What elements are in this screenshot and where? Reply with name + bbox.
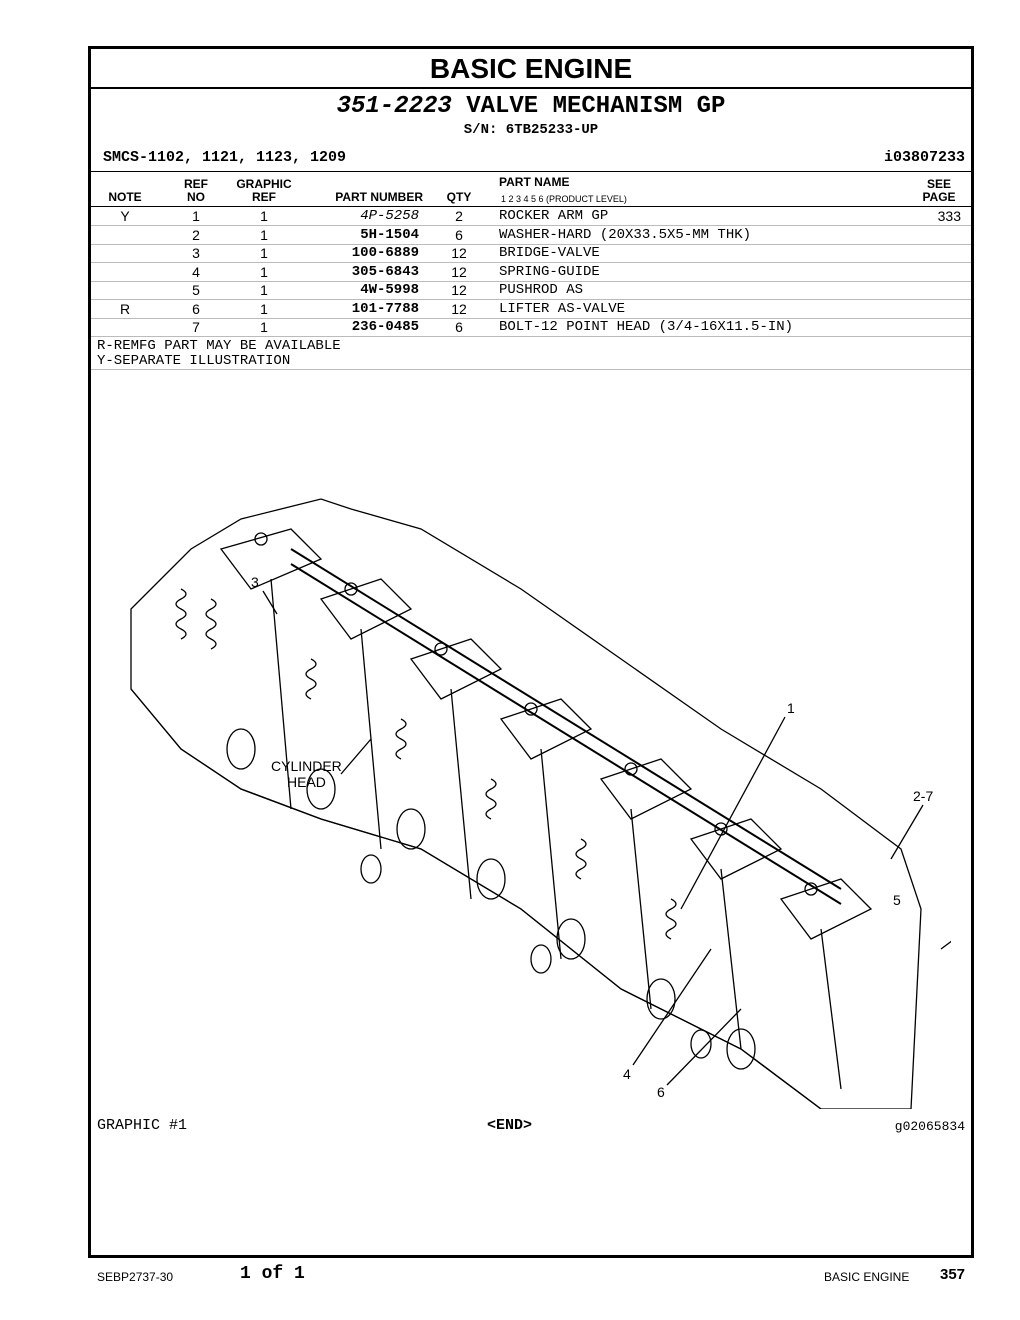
ref-no-cell: 4 [192, 263, 200, 280]
table-row: R 6 1 101-7788 12 LIFTER AS-VALVE [91, 300, 971, 319]
table-row: Y 1 1 4P-5258 2 ROCKER ARM GP 333 [91, 207, 971, 226]
qty-cell: 12 [451, 282, 467, 298]
ref-no-cell: 1 [192, 208, 200, 224]
callout-5: 5 [893, 892, 901, 908]
part-name-cell: PUSHROD AS [499, 282, 584, 298]
graphic-ref-cell: 1 [260, 245, 268, 261]
graphic-label: GRAPHIC #1 [97, 1117, 188, 1134]
col-part-number: PART NUMBER [335, 190, 423, 204]
qty-cell: 12 [451, 245, 467, 261]
callout-2-7: 2-7 [913, 788, 933, 804]
note-cell: Y [120, 208, 130, 224]
group-title: 351-2223 VALVE MECHANISM GP [91, 93, 971, 121]
callout-1: 1 [787, 700, 795, 716]
smcs-codes: SMCS-1102, 1121, 1123, 1209 [103, 149, 347, 166]
graphic-ref-cell: 1 [260, 263, 268, 280]
callout-6: 6 [657, 1084, 665, 1100]
qty-cell: 12 [451, 263, 467, 280]
footer-page-of: 1 of 1 [240, 1264, 305, 1284]
header-top-rule [91, 171, 971, 172]
qty-cell: 6 [455, 226, 463, 243]
qty-cell: 2 [455, 208, 463, 224]
graphic-ref-cell: 1 [260, 282, 268, 298]
part-number-cell: 305-6843 [351, 263, 419, 280]
part-name-cell: WASHER-HARD (20X33.5X5-MM THK) [499, 226, 752, 243]
ref-no-cell: 7 [192, 319, 200, 335]
page-frame: BASIC ENGINE 351-2223 VALVE MECHANISM GP… [88, 46, 974, 1258]
serial-number: S/N: 6TB25233-UP [463, 122, 599, 138]
table-row: 2 1 5H-1504 6 WASHER-HARD (20X33.5X5-MM THK) [91, 226, 971, 245]
header-bottom-rule [91, 206, 971, 207]
graphic-id: g02065834 [894, 1119, 965, 1134]
table-row: 5 1 4W-5998 12 PUSHROD AS [91, 281, 971, 300]
table-row: 4 1 305-6843 12 SPRING-GUIDE [91, 263, 971, 282]
ref-no-cell: 5 [192, 282, 200, 298]
note-cell: R [119, 300, 131, 317]
product-level: 1 2 3 4 5 6 (PRODUCT LEVEL) [501, 194, 627, 204]
group-heading: 351-2223 VALVE MECHANISM GP S/N: 6TB2523… [91, 93, 971, 139]
callout-3: 3 [251, 574, 259, 590]
col-note: NOTE [108, 190, 142, 204]
cylinder-head-label-top: CYLINDER [271, 758, 342, 774]
footer-doc-number: SEBP2737-30 [97, 1270, 174, 1284]
col-part-name: PART NAME [499, 175, 570, 189]
notes-legend: R-REMFG PART MAY BE AVAILABLE Y-SEPARATE… [97, 339, 341, 369]
part-name-cell: SPRING-GUIDE [499, 263, 600, 280]
group-number: 351-2223 [336, 93, 452, 120]
see-page-cell: 333 [937, 208, 961, 224]
document-ident: i03807233 [883, 149, 965, 166]
callout-4: 4 [623, 1066, 631, 1082]
part-name-cell: BRIDGE-VALVE [499, 245, 600, 261]
cylinder-head-label-bottom: HEAD [287, 774, 326, 790]
part-name-cell: ROCKER ARM GP [499, 208, 609, 224]
part-name-cell: BOLT-12 POINT HEAD (3/4-16X11.5-IN) [499, 319, 794, 335]
valve-mechanism-illustration: 3 1 2-7 5 4 6 CYLINDER HEAD [130, 498, 951, 1109]
end-label: <END> [487, 1117, 533, 1134]
part-number-cell: 4P-5258 [360, 208, 419, 224]
part-number-cell: 100-6889 [351, 245, 419, 261]
ref-no-cell: 6 [192, 300, 200, 317]
table-row: 3 1 100-6889 12 BRIDGE-VALVE [91, 244, 971, 263]
ref-no-cell: 2 [192, 226, 200, 243]
table-row: 7 1 236-0485 6 BOLT-12 POINT HEAD (3/4-16X11… [91, 318, 971, 337]
note-r: R-REMFG PART MAY BE AVAILABLE [97, 338, 341, 354]
ref-no-cell: 3 [192, 245, 200, 261]
graphic-ref-cell: 1 [260, 226, 268, 243]
footer-page-number: 357 [940, 1266, 966, 1283]
group-name: VALVE MECHANISM GP [466, 93, 726, 120]
part-number-cell: 4W-5998 [360, 282, 419, 298]
note-y: Y-SEPARATE ILLUSTRATION [97, 353, 291, 369]
footer-section: BASIC ENGINE [824, 1270, 910, 1284]
section-title: BASIC ENGINE [91, 49, 971, 89]
part-number-cell: 236-0485 [351, 319, 419, 335]
part-number-cell: 5H-1504 [360, 226, 419, 243]
graphic-ref-cell: 1 [260, 208, 268, 224]
part-name-cell: LIFTER AS-VALVE [499, 300, 626, 317]
qty-cell: 12 [451, 300, 467, 317]
qty-cell: 6 [455, 319, 463, 335]
part-number-cell: 101-7788 [351, 300, 419, 317]
notes-rule [91, 369, 971, 370]
graphic-ref-cell: 1 [260, 300, 268, 317]
col-qty: QTY [446, 190, 472, 204]
graphic-ref-cell: 1 [260, 319, 268, 335]
